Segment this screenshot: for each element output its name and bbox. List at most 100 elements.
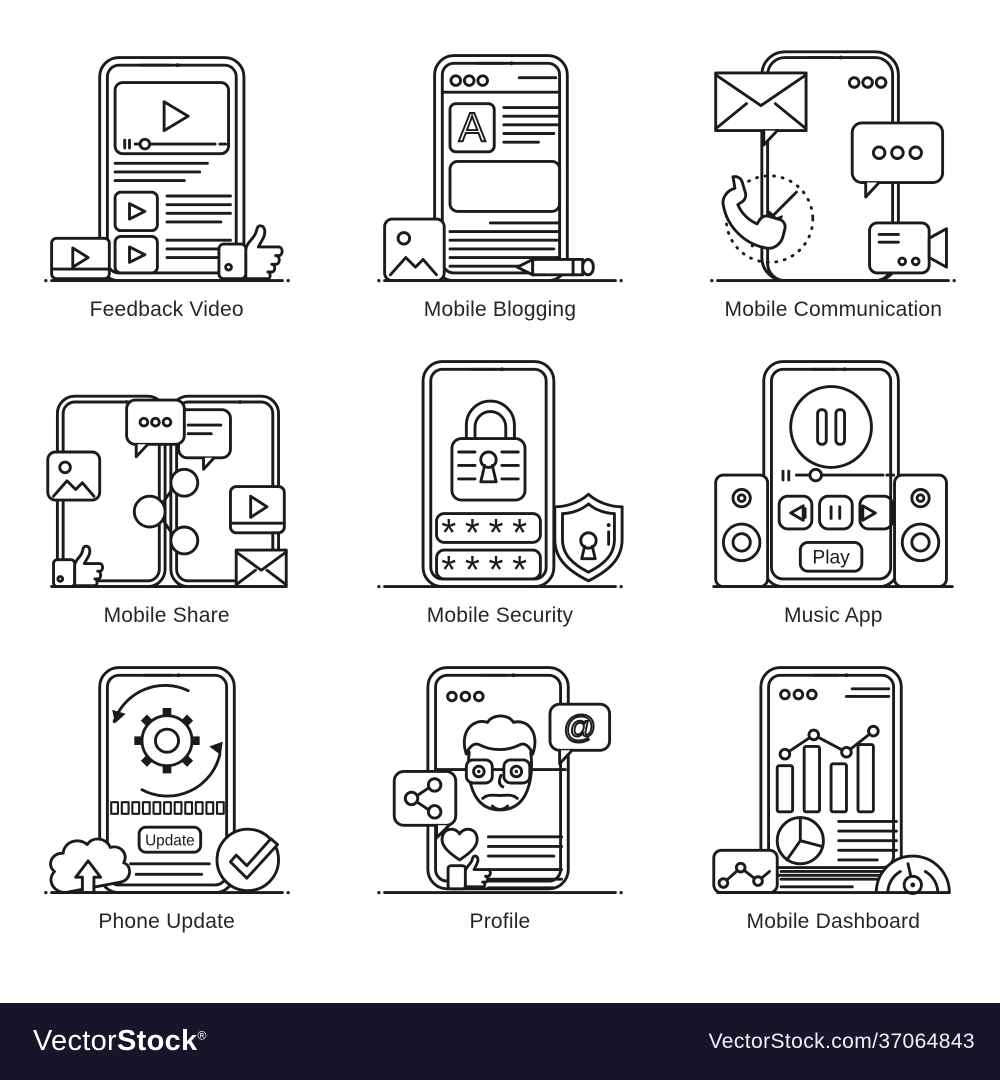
icon-cell-mobile-share: Mobile Share xyxy=(0,352,333,658)
icon-grid: Feedback Video A xyxy=(0,46,1000,964)
icon-label: Music App xyxy=(783,604,883,627)
sync-arrows-icon xyxy=(111,683,223,798)
icon-label: Feedback Video xyxy=(89,298,244,321)
line-chart xyxy=(779,724,880,761)
password-asterisks: **** xyxy=(441,512,535,555)
mobile-share-icon xyxy=(45,394,288,589)
play-button: Play xyxy=(799,540,864,573)
thumbs-up-icon xyxy=(446,854,492,891)
vectorstock-logo: VectorStock® xyxy=(33,1025,207,1058)
icon-cell-phone-update: Update Phone Update xyxy=(0,658,333,964)
pie-chart xyxy=(776,816,826,866)
icon-cell-music-app: Play Music App xyxy=(667,352,1000,658)
phone-handset-icon xyxy=(721,175,787,250)
padlock-icon xyxy=(450,399,527,502)
ground-line xyxy=(710,278,957,283)
speaker-icon xyxy=(893,473,949,589)
pause-circle-icon xyxy=(789,385,874,469)
thumbs-up-icon xyxy=(51,544,104,589)
video-player xyxy=(113,81,230,156)
icon-label: Mobile Share xyxy=(103,604,230,627)
icon-cell-profile: @ Profile xyxy=(333,658,666,964)
letter-a: A xyxy=(459,104,486,150)
heart-icon xyxy=(440,827,479,862)
check-circle-icon xyxy=(215,827,280,893)
password-field: **** xyxy=(435,512,542,555)
icon-cell-mobile-security: **** **** Mobile Security xyxy=(333,352,666,658)
feedback-video-icon xyxy=(43,56,290,283)
video-thumbnail xyxy=(113,190,232,233)
pencil-icon xyxy=(515,258,595,277)
play-label: Play xyxy=(813,548,851,569)
text-lines xyxy=(837,820,899,862)
icon-label: Profile xyxy=(469,910,531,933)
rewind-button xyxy=(778,494,814,531)
seek-bar xyxy=(781,467,896,483)
gauge-icon xyxy=(875,854,952,896)
at-bubble-icon: @ xyxy=(548,702,612,766)
phone-update-icon: Update xyxy=(43,666,290,895)
mobile-dashboard-icon xyxy=(712,666,952,896)
ground-line xyxy=(377,278,623,283)
icon-cell-mobile-communication: Mobile Communication xyxy=(667,46,1000,352)
text-lines xyxy=(487,835,563,858)
icon-label: Phone Update xyxy=(98,910,235,933)
video-camera-icon xyxy=(868,221,949,275)
logo-bold: Stock xyxy=(117,1025,198,1057)
envelope-icon xyxy=(714,71,808,147)
video-card xyxy=(49,236,111,281)
letter-a-block: A xyxy=(448,102,496,154)
photo-icon xyxy=(45,450,101,502)
icon-cell-feedback-video: Feedback Video xyxy=(0,46,333,352)
icon-cell-mobile-dashboard: Mobile Dashboard xyxy=(667,658,1000,964)
text-lines xyxy=(502,106,562,144)
call-transfer-icon xyxy=(721,174,815,264)
text-lines xyxy=(128,862,211,876)
browser-dots xyxy=(440,74,562,94)
ground-line xyxy=(43,890,290,895)
shield-keyhole-icon xyxy=(553,492,624,583)
text-lines xyxy=(113,161,209,183)
icon-cell-mobile-blogging: A Mobile Blogging xyxy=(333,46,666,352)
text-lines xyxy=(448,221,562,268)
registered-mark: ® xyxy=(197,1028,207,1043)
logo-light: Vector xyxy=(33,1025,118,1057)
mobile-blogging-icon: A xyxy=(377,54,623,283)
forward-button xyxy=(858,494,895,531)
photo-icon xyxy=(383,217,446,283)
gear-icon xyxy=(133,708,200,774)
chart-card xyxy=(712,848,780,895)
chat-bubble-icon xyxy=(851,121,945,199)
icon-label: Mobile Dashboard xyxy=(746,910,921,933)
password-asterisks: **** xyxy=(441,549,535,592)
speaker-icon xyxy=(714,473,770,589)
mobile-communication-icon xyxy=(710,50,957,283)
music-app-icon: Play xyxy=(712,360,955,589)
smartphone xyxy=(759,666,904,877)
thumbs-up-icon xyxy=(217,224,284,281)
chat-bubble-icon xyxy=(124,398,186,459)
share-network-icon xyxy=(132,467,199,556)
watermark-bar: VectorStock® VectorStock.com/37064843 xyxy=(0,1003,1000,1080)
video-player-icon xyxy=(228,485,286,535)
video-thumbnail xyxy=(113,234,232,275)
ground-line xyxy=(377,890,623,895)
at-symbol: @ xyxy=(563,708,596,745)
text-lines xyxy=(487,868,563,890)
cloud-upload-icon xyxy=(48,837,131,895)
ground-line xyxy=(377,584,623,589)
progress-blocks xyxy=(109,801,225,815)
update-button: Update xyxy=(137,825,202,854)
image-placeholder xyxy=(448,159,562,213)
password-field: **** xyxy=(435,548,542,592)
user-avatar xyxy=(434,714,567,812)
share-bubble-icon xyxy=(392,770,458,840)
envelope-icon xyxy=(234,548,288,589)
base-lines xyxy=(779,870,895,889)
mobile-security-icon: **** **** xyxy=(377,360,624,592)
pause-button xyxy=(818,494,855,531)
bar-chart xyxy=(776,743,876,814)
watermark-attribution: VectorStock.com/37064843 xyxy=(708,1029,975,1053)
icon-label: Mobile Security xyxy=(426,604,574,627)
icon-label: Mobile Blogging xyxy=(423,298,577,321)
